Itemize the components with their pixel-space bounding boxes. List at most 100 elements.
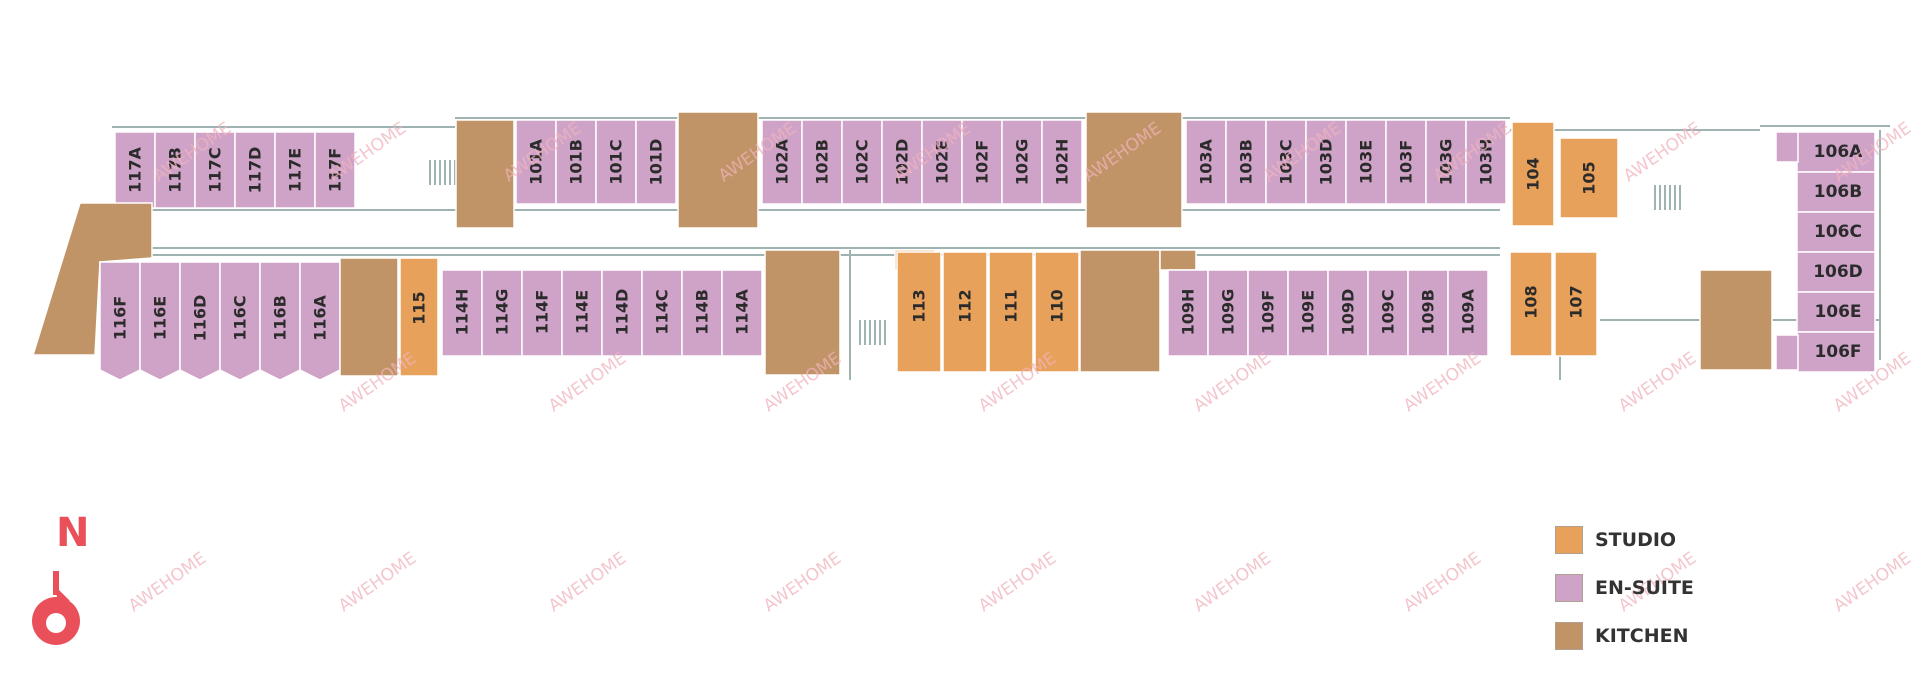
room-label: 102E — [933, 140, 952, 184]
room-103d — [1305, 119, 1347, 205]
room-label: 117F — [326, 148, 345, 192]
room-label: 114E — [573, 290, 592, 334]
room-label: 105 — [1580, 161, 1599, 194]
room-114c — [641, 269, 683, 357]
room-114a — [721, 269, 763, 357]
room-117e — [274, 131, 316, 209]
legend-swatch-studio — [1555, 526, 1583, 554]
room-109g — [1207, 269, 1249, 357]
legend-label-ensuite: EN-SUITE — [1595, 577, 1694, 599]
room-102h — [1041, 119, 1083, 205]
room-label: 101A — [527, 138, 546, 184]
room-101d — [635, 119, 677, 205]
room-label: 116A — [311, 294, 330, 340]
north-arrow-icon — [32, 571, 80, 645]
room-102b — [801, 119, 843, 205]
room-label: 102B — [813, 139, 832, 185]
room-label: 106A — [1814, 142, 1863, 162]
room-107 — [1554, 251, 1598, 357]
room-label: 116C — [231, 295, 250, 340]
kitchen-110-strip — [1159, 249, 1197, 271]
room-label: 106D — [1813, 262, 1863, 282]
room-117c — [194, 131, 236, 209]
room-label: 111 — [1002, 289, 1021, 322]
room-label: 103F — [1397, 140, 1416, 184]
room-116b — [259, 261, 301, 381]
kitchen-101-east — [677, 111, 759, 229]
room-label: 103E — [1357, 140, 1376, 184]
room-label: 107 — [1567, 285, 1586, 318]
room-106f-alcove — [1775, 334, 1799, 371]
room-101a — [515, 119, 557, 205]
room-109a — [1447, 269, 1489, 357]
room-114h — [441, 269, 483, 357]
room-117b — [154, 131, 196, 209]
legend-label-studio: STUDIO — [1595, 529, 1677, 551]
room-label: 103H — [1477, 139, 1496, 186]
room-103f — [1385, 119, 1427, 205]
room-label: 116F — [111, 296, 130, 340]
room-label: 102A — [773, 138, 792, 184]
room-label: 117A — [126, 146, 145, 192]
room-label: 103G — [1437, 139, 1456, 186]
room-label: 106E — [1814, 302, 1861, 322]
room-label: 106B — [1814, 182, 1862, 202]
room-label: 114B — [693, 289, 712, 335]
room-114d — [601, 269, 643, 357]
room-102f — [961, 119, 1003, 205]
room-label: 117D — [246, 147, 265, 194]
room-105 — [1559, 137, 1619, 219]
room-114f — [521, 269, 563, 357]
room-label: 115 — [410, 291, 429, 324]
room-103b — [1225, 119, 1267, 205]
room-103c — [1265, 119, 1307, 205]
room-label: 114F — [533, 290, 552, 334]
room-106e — [1796, 291, 1876, 333]
room-label: 116D — [191, 295, 210, 342]
room-104 — [1511, 121, 1555, 227]
room-106d — [1796, 251, 1876, 293]
room-label: 109H — [1179, 289, 1198, 336]
room-113 — [896, 251, 942, 373]
room-112 — [942, 251, 988, 373]
room-label: 101B — [567, 139, 586, 185]
room-label: 117C — [206, 147, 225, 192]
room-116f — [99, 261, 141, 381]
room-103h — [1465, 119, 1507, 205]
room-117f — [314, 131, 356, 209]
room-label: 109F — [1259, 290, 1278, 334]
legend-item-kitchen: KITCHEN — [1555, 621, 1688, 651]
room-109d — [1327, 269, 1369, 357]
room-116e — [139, 261, 181, 381]
legend-item-studio: STUDIO — [1555, 525, 1676, 555]
room-label: 113 — [910, 289, 929, 322]
room-label: 102F — [973, 140, 992, 184]
room-115 — [399, 257, 439, 377]
room-114b — [681, 269, 723, 357]
room-label: 114G — [493, 289, 512, 336]
room-label: 112 — [956, 289, 975, 322]
room-109c — [1367, 269, 1409, 357]
room-label: 109G — [1219, 289, 1238, 336]
legend-swatch-kitchen — [1555, 622, 1583, 650]
room-117d — [234, 131, 276, 209]
room-label: 117E — [286, 148, 305, 192]
room-106c — [1796, 211, 1876, 253]
north-label: N — [56, 510, 90, 556]
room-116d — [179, 261, 221, 381]
legend-item-ensuite: EN-SUITE — [1555, 573, 1694, 603]
room-101c — [595, 119, 637, 205]
legend-swatch-ensuite — [1555, 574, 1583, 602]
room-label: 109E — [1299, 290, 1318, 334]
kitchen-110 — [1079, 249, 1161, 373]
room-label: 108 — [1522, 285, 1541, 318]
room-102g — [1001, 119, 1043, 205]
room-102d — [881, 119, 923, 205]
room-label: 116B — [271, 295, 290, 341]
room-label: 102D — [893, 139, 912, 186]
room-109f — [1247, 269, 1289, 357]
kitchen-106 — [1699, 269, 1773, 371]
room-label: 117B — [166, 147, 185, 193]
room-label: 114A — [733, 288, 752, 334]
